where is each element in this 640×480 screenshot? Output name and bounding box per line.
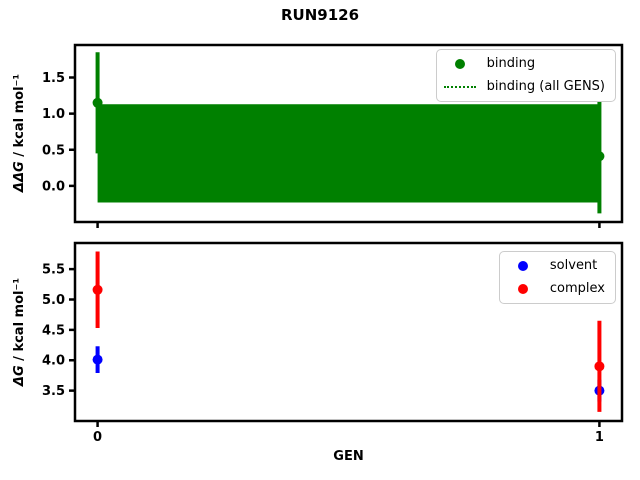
chart-title: RUN9126	[280, 6, 360, 24]
legend-entry-complex: complex	[506, 279, 605, 299]
axes-frame-bottom	[73, 241, 624, 423]
legend-bottom: solvent complex	[498, 251, 616, 304]
binding-all-gens-band	[97, 104, 600, 203]
x-tick-label: 0	[93, 430, 102, 445]
y-tick-label-bottom: 4.5	[42, 323, 65, 338]
legend-entry-binding-all-gens: binding (all GENS)	[443, 77, 605, 97]
y-tick-label-bottom: 5.5	[42, 263, 65, 278]
binding-marker-gen1	[594, 151, 605, 162]
legend-label-binding-all-gens: binding (all GENS)	[486, 79, 605, 94]
x-axis-label: GEN	[333, 449, 364, 464]
y-tick-label-bottom: 3.5	[42, 384, 65, 399]
y-axis-label-bottom-units: / kcal mol⁻¹	[12, 277, 27, 366]
solvent-marker-gen0	[92, 354, 103, 365]
legend-entry-solvent: solvent	[506, 256, 605, 276]
y-axis-label-bottom-math: ΔG	[12, 365, 27, 387]
complex-marker-gen1	[594, 361, 605, 372]
legend-top: binding binding (all GENS)	[435, 49, 616, 102]
y-tick-label-top: 1.5	[42, 71, 65, 86]
y-axis-label-bottom: ΔG / kcal mol⁻¹	[12, 257, 28, 407]
axes-frame-top	[73, 43, 624, 224]
y-tick-label-bottom: 5.0	[42, 293, 65, 308]
complex-marker-gen0	[92, 284, 103, 295]
legend-label-complex: complex	[549, 281, 605, 296]
complex-marker-icon	[506, 284, 540, 294]
y-axis-label-top: ΔΔG / kcal mol⁻¹	[12, 58, 28, 208]
y-tick-label-bottom: 4.0	[42, 354, 65, 369]
y-tick-label-top: 0.5	[42, 143, 65, 158]
binding-all-gens-line-icon	[443, 86, 477, 88]
legend-label-solvent: solvent	[549, 258, 598, 273]
binding-marker-icon	[443, 59, 477, 69]
x-tick-label: 1	[595, 430, 604, 445]
solvent-marker-icon	[506, 261, 540, 271]
y-axis-label-top-units: / kcal mol⁻¹	[12, 73, 27, 162]
y-tick-label-top: 1.0	[42, 107, 65, 122]
binding-marker-gen0	[92, 97, 103, 108]
legend-label-binding: binding	[486, 56, 536, 71]
legend-entry-binding: binding	[443, 54, 605, 74]
y-axis-label-top-math: ΔΔG	[12, 161, 27, 193]
y-tick-label-top: 0.0	[42, 179, 65, 194]
